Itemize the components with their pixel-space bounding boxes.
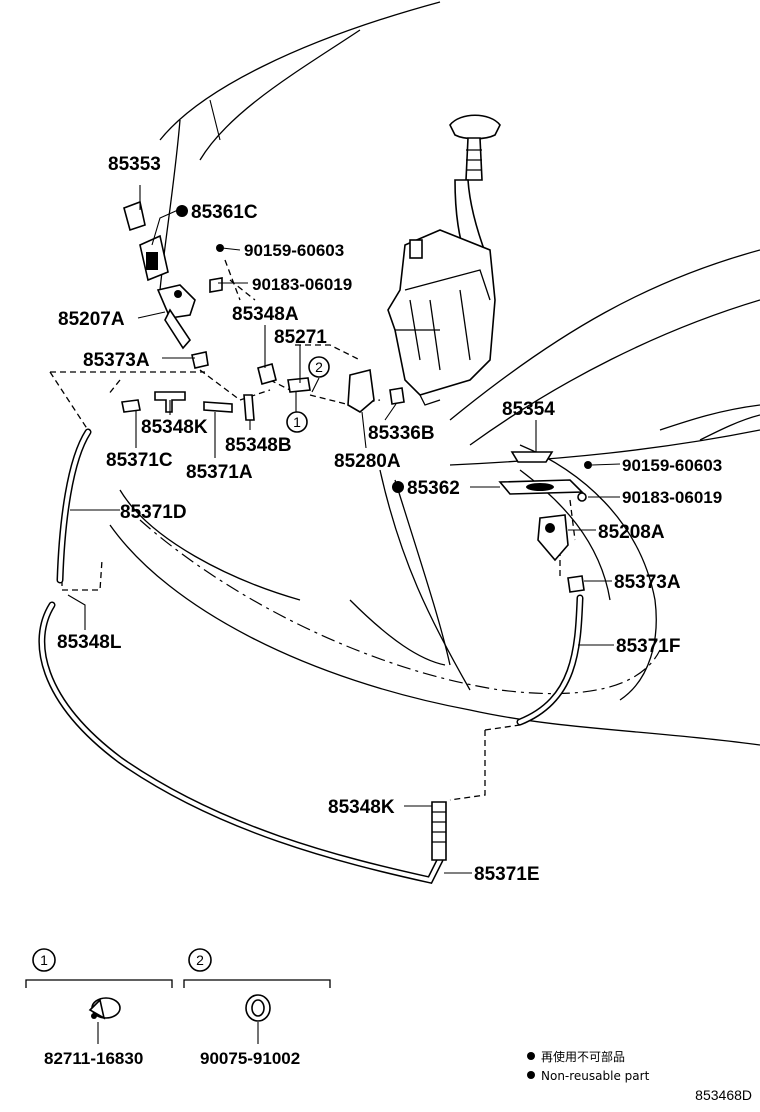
- label-85280A: 85280A: [334, 451, 401, 472]
- callout-circle-1: [286, 411, 308, 433]
- part-labels: 85353 85361C 90159-60603 90183-06019 852…: [57, 154, 722, 885]
- detail-number-2: 2: [196, 952, 204, 968]
- label-85348K-top: 85348K: [141, 417, 208, 438]
- detail-box-1: 1 82711-16830: [25, 948, 173, 1068]
- label-85354: 85354: [502, 399, 555, 420]
- label-85348A: 85348A: [232, 304, 299, 325]
- label-85348B: 85348B: [225, 435, 292, 456]
- label-90183-06019-right: 90183-06019: [622, 488, 722, 507]
- label-85371A: 85371A: [186, 462, 253, 483]
- label-85208A: 85208A: [598, 522, 665, 543]
- legend: 再使用不可部品 Non-reusable part 853468D: [527, 1049, 752, 1103]
- label-85371C: 85371C: [106, 450, 173, 471]
- label-85207A: 85207A: [58, 309, 125, 330]
- callout-circle-2: [308, 356, 330, 378]
- detail-number-1: 1: [40, 952, 48, 968]
- label-85371D: 85371D: [120, 502, 187, 523]
- diagram-code: 853468D: [695, 1087, 752, 1103]
- label-85271: 85271: [274, 327, 327, 348]
- tubes: [38, 428, 584, 885]
- non-reusable-dot-icon: [176, 205, 188, 217]
- label-85373A-right: 85373A: [614, 572, 681, 593]
- left-parts: [121, 200, 405, 421]
- label-90159-60603-right: 90159-60603: [622, 456, 722, 475]
- label-85336B: 85336B: [368, 423, 435, 444]
- detail-box-2: 2 90075-91002: [183, 948, 331, 1068]
- callout-number-2: 2: [315, 359, 323, 375]
- non-reusable-dot-icon: [527, 1052, 535, 1060]
- label-85373A-left: 85373A: [83, 350, 150, 371]
- body-outlines: [109, 1, 760, 746]
- label-85362: 85362: [407, 478, 460, 499]
- label-85353: 85353: [108, 154, 161, 175]
- label-90159-60603-top: 90159-60603: [244, 241, 344, 260]
- callout-number-1: 1: [293, 414, 301, 430]
- washer-tank: [387, 114, 501, 406]
- callouts: 1 2: [286, 356, 330, 433]
- detail-part-82711-16830: 82711-16830: [44, 1049, 143, 1068]
- label-85371F: 85371F: [616, 636, 680, 657]
- right-parts: [498, 451, 592, 593]
- legend-jp: 再使用不可部品: [541, 1049, 625, 1064]
- label-85371E: 85371E: [474, 864, 540, 885]
- detail-part-90075-91002: 90075-91002: [200, 1049, 300, 1068]
- non-reusable-dot-icon: [392, 481, 404, 493]
- legend-en: Non-reusable part: [541, 1069, 650, 1083]
- non-reusable-dot-icon: [527, 1071, 535, 1079]
- label-85348L: 85348L: [57, 632, 122, 653]
- label-85361C: 85361C: [191, 202, 258, 223]
- label-85348K-bottom: 85348K: [328, 797, 395, 818]
- label-90183-06019-top: 90183-06019: [252, 275, 352, 294]
